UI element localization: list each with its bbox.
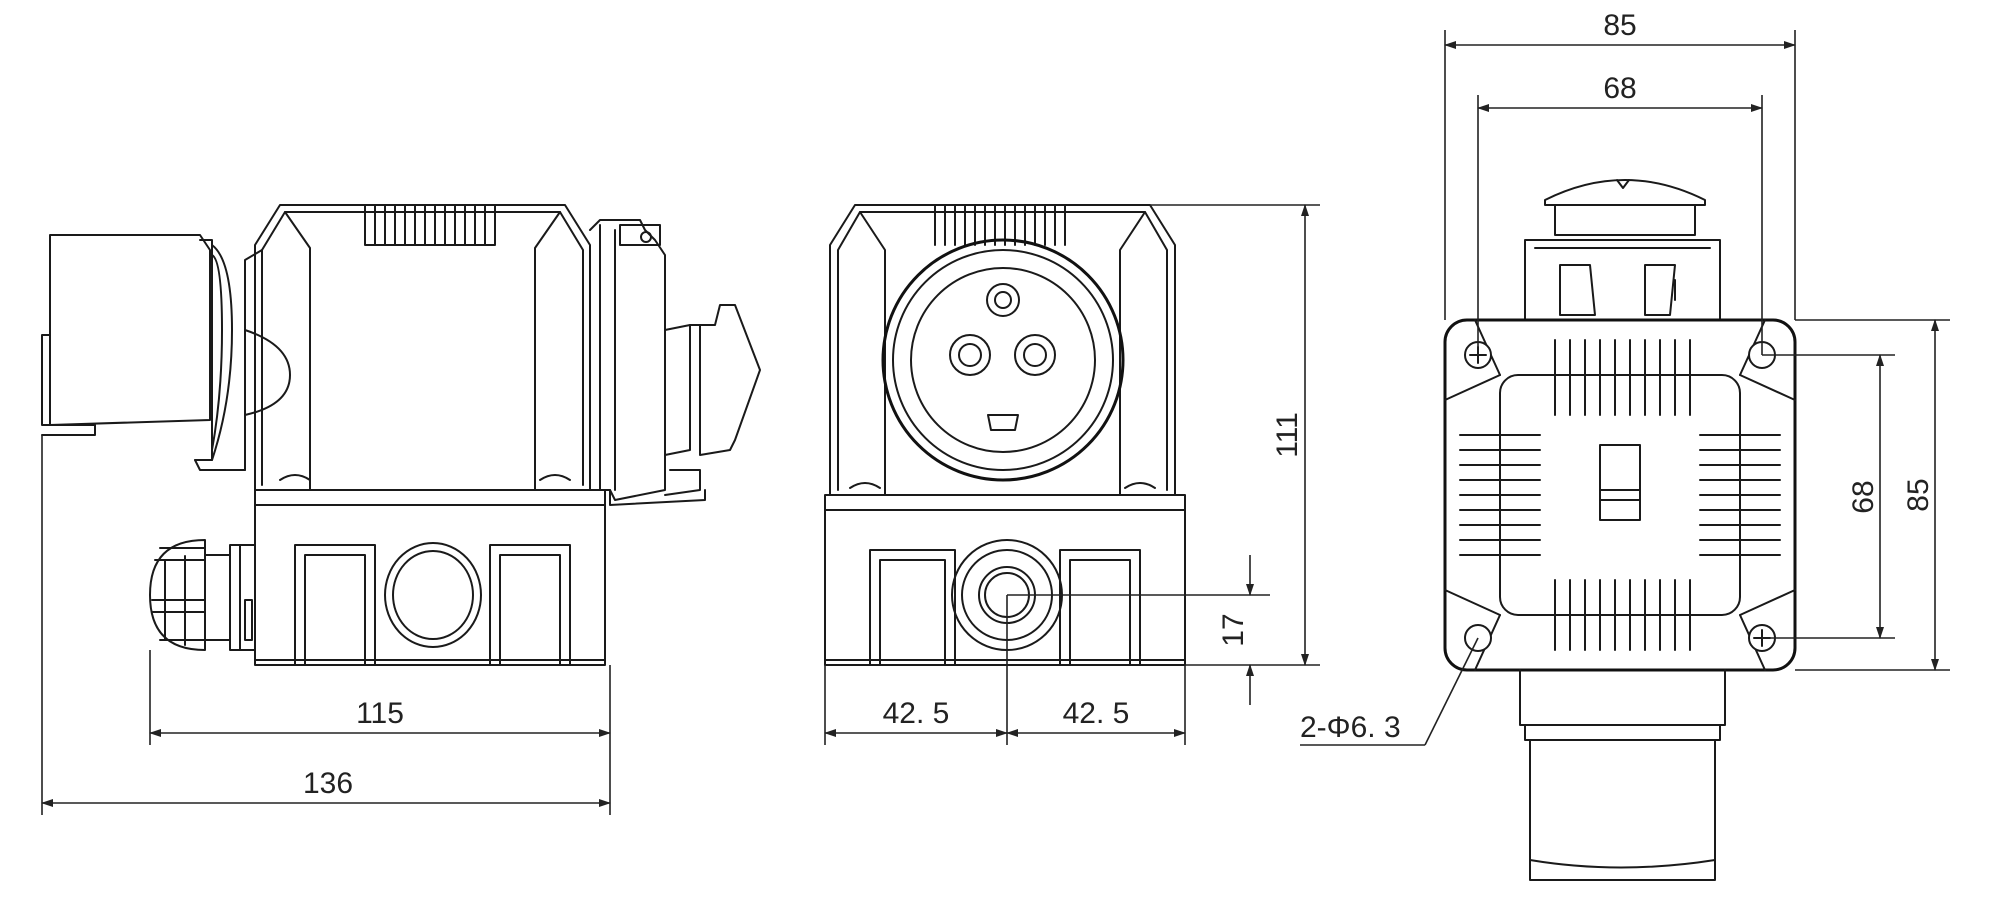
dim-right-half-label: 42. 5 [1063, 697, 1130, 730]
front-upper-housing [829, 204, 1176, 496]
dim-height-label: 111 [1271, 412, 1304, 458]
front-view [824, 204, 1186, 666]
top-housing [1443, 318, 1797, 672]
side-view [41, 204, 761, 666]
front-lower-box [824, 494, 1186, 666]
side-lower-box [254, 489, 606, 666]
top-bottom-plug [1519, 669, 1726, 881]
dim-box-width-label: 115 [356, 697, 404, 730]
side-cable-gland [149, 539, 256, 651]
top-view [1443, 179, 1797, 881]
top-lid-handle [1544, 179, 1706, 236]
dim-holes-label: 2-Φ6. 3 [1300, 711, 1401, 744]
dim-outer-height-label: 85 [1902, 478, 1935, 511]
dim-outer-width-label: 85 [1603, 9, 1636, 42]
front-socket-face [881, 238, 1125, 482]
dim-hole-spacing-width-label: 68 [1603, 72, 1636, 105]
side-upper-housing [244, 204, 591, 491]
front-view-dimensions: 111 17 42. 5 42. 5 [824, 204, 1320, 745]
dim-overall-width-label: 136 [303, 767, 353, 800]
top-hinge-block [1524, 239, 1721, 321]
side-plug [41, 234, 246, 471]
side-view-dimensions: 115 136 [41, 435, 611, 815]
dim-left-half-label: 42. 5 [883, 697, 950, 730]
dim-hole-spacing-height-label: 68 [1847, 480, 1880, 513]
dim-entry-height-label: 17 [1217, 613, 1250, 646]
top-view-dimensions: 85 68 85 68 2-Φ6. 3 [1300, 9, 1950, 746]
side-right-socket [589, 219, 761, 506]
